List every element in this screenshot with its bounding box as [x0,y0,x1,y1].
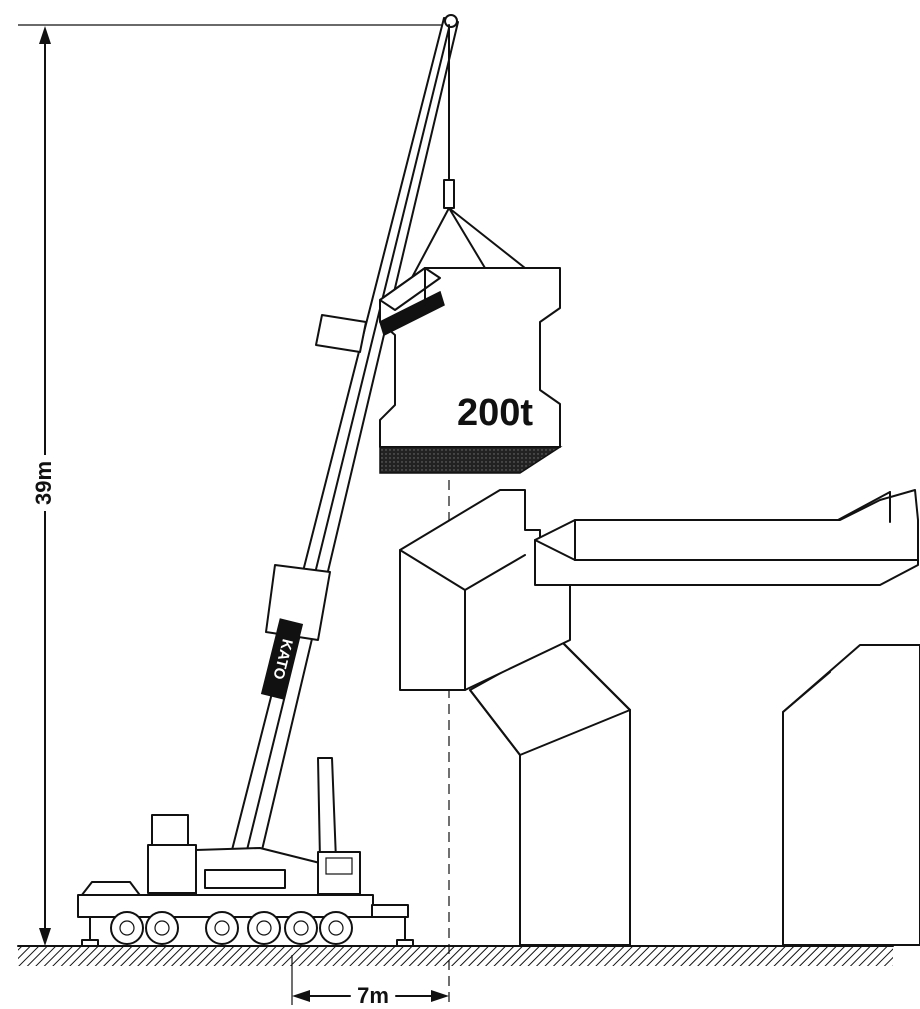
front-outrigger-pad [81,939,99,947]
rear-outrigger-beam [371,904,409,918]
bridge-deck [534,489,919,586]
pier-cap-inner-edge [464,554,526,591]
wheel-hub [214,920,230,936]
wheel [247,911,281,945]
pier-left-edge-back [559,639,631,711]
wheels [110,911,353,945]
pier-right-edge [782,671,831,713]
height-label: 39m [31,461,56,505]
crane-boom: KATO [231,14,459,861]
boom-cylinder [317,757,337,861]
wheel-hub [154,920,170,936]
load-block: 200t [379,267,563,474]
deck-front-edge [534,539,576,561]
brand-plate [260,618,304,700]
deck-parapet [837,491,891,521]
pier-right-column [782,644,920,946]
boom-center-line [246,19,452,851]
superstructure-window [204,869,286,889]
operator-cab-window [325,857,353,875]
boom-tip-sheave [444,14,458,28]
radius-arrow-right-icon [431,990,449,1002]
bridge-pier [399,489,920,946]
wheel [110,911,144,945]
ground-hatching [18,946,893,966]
height-arrow-bottom-icon [39,928,51,946]
counterweight [147,844,197,894]
height-arrow-top-icon [39,26,51,44]
radius-dimension: 7m [291,480,450,1008]
load-bottom-shadow [379,446,563,474]
sling-right [448,207,526,269]
operator-cab [317,851,361,895]
counterweight-top [151,814,189,846]
hook-block [443,179,455,209]
wheel [145,911,179,945]
sling-middle [448,207,486,269]
wheel-hub [328,920,344,936]
wheel [319,911,353,945]
height-dimension: 39m [18,24,450,946]
wheel [284,911,318,945]
ground [17,945,894,966]
wheel-hub [256,920,272,936]
wheel-hub [119,920,135,936]
crane-carrier [77,814,414,947]
radius-label: 7m [357,983,389,1008]
rear-outrigger-pad [396,939,414,947]
boom-joint-upper [315,314,367,353]
radius-arrow-left-icon [292,990,310,1002]
pier-left-edge-front [519,709,631,756]
pier-cap-top-edge [399,549,466,591]
wheel-hub [293,920,309,936]
load-weight-label: 200t [457,392,533,434]
load-flange-shadow-top [379,290,445,337]
height-label-backdrop [33,455,57,511]
wheel [205,911,239,945]
pier-left-edge [469,689,521,756]
